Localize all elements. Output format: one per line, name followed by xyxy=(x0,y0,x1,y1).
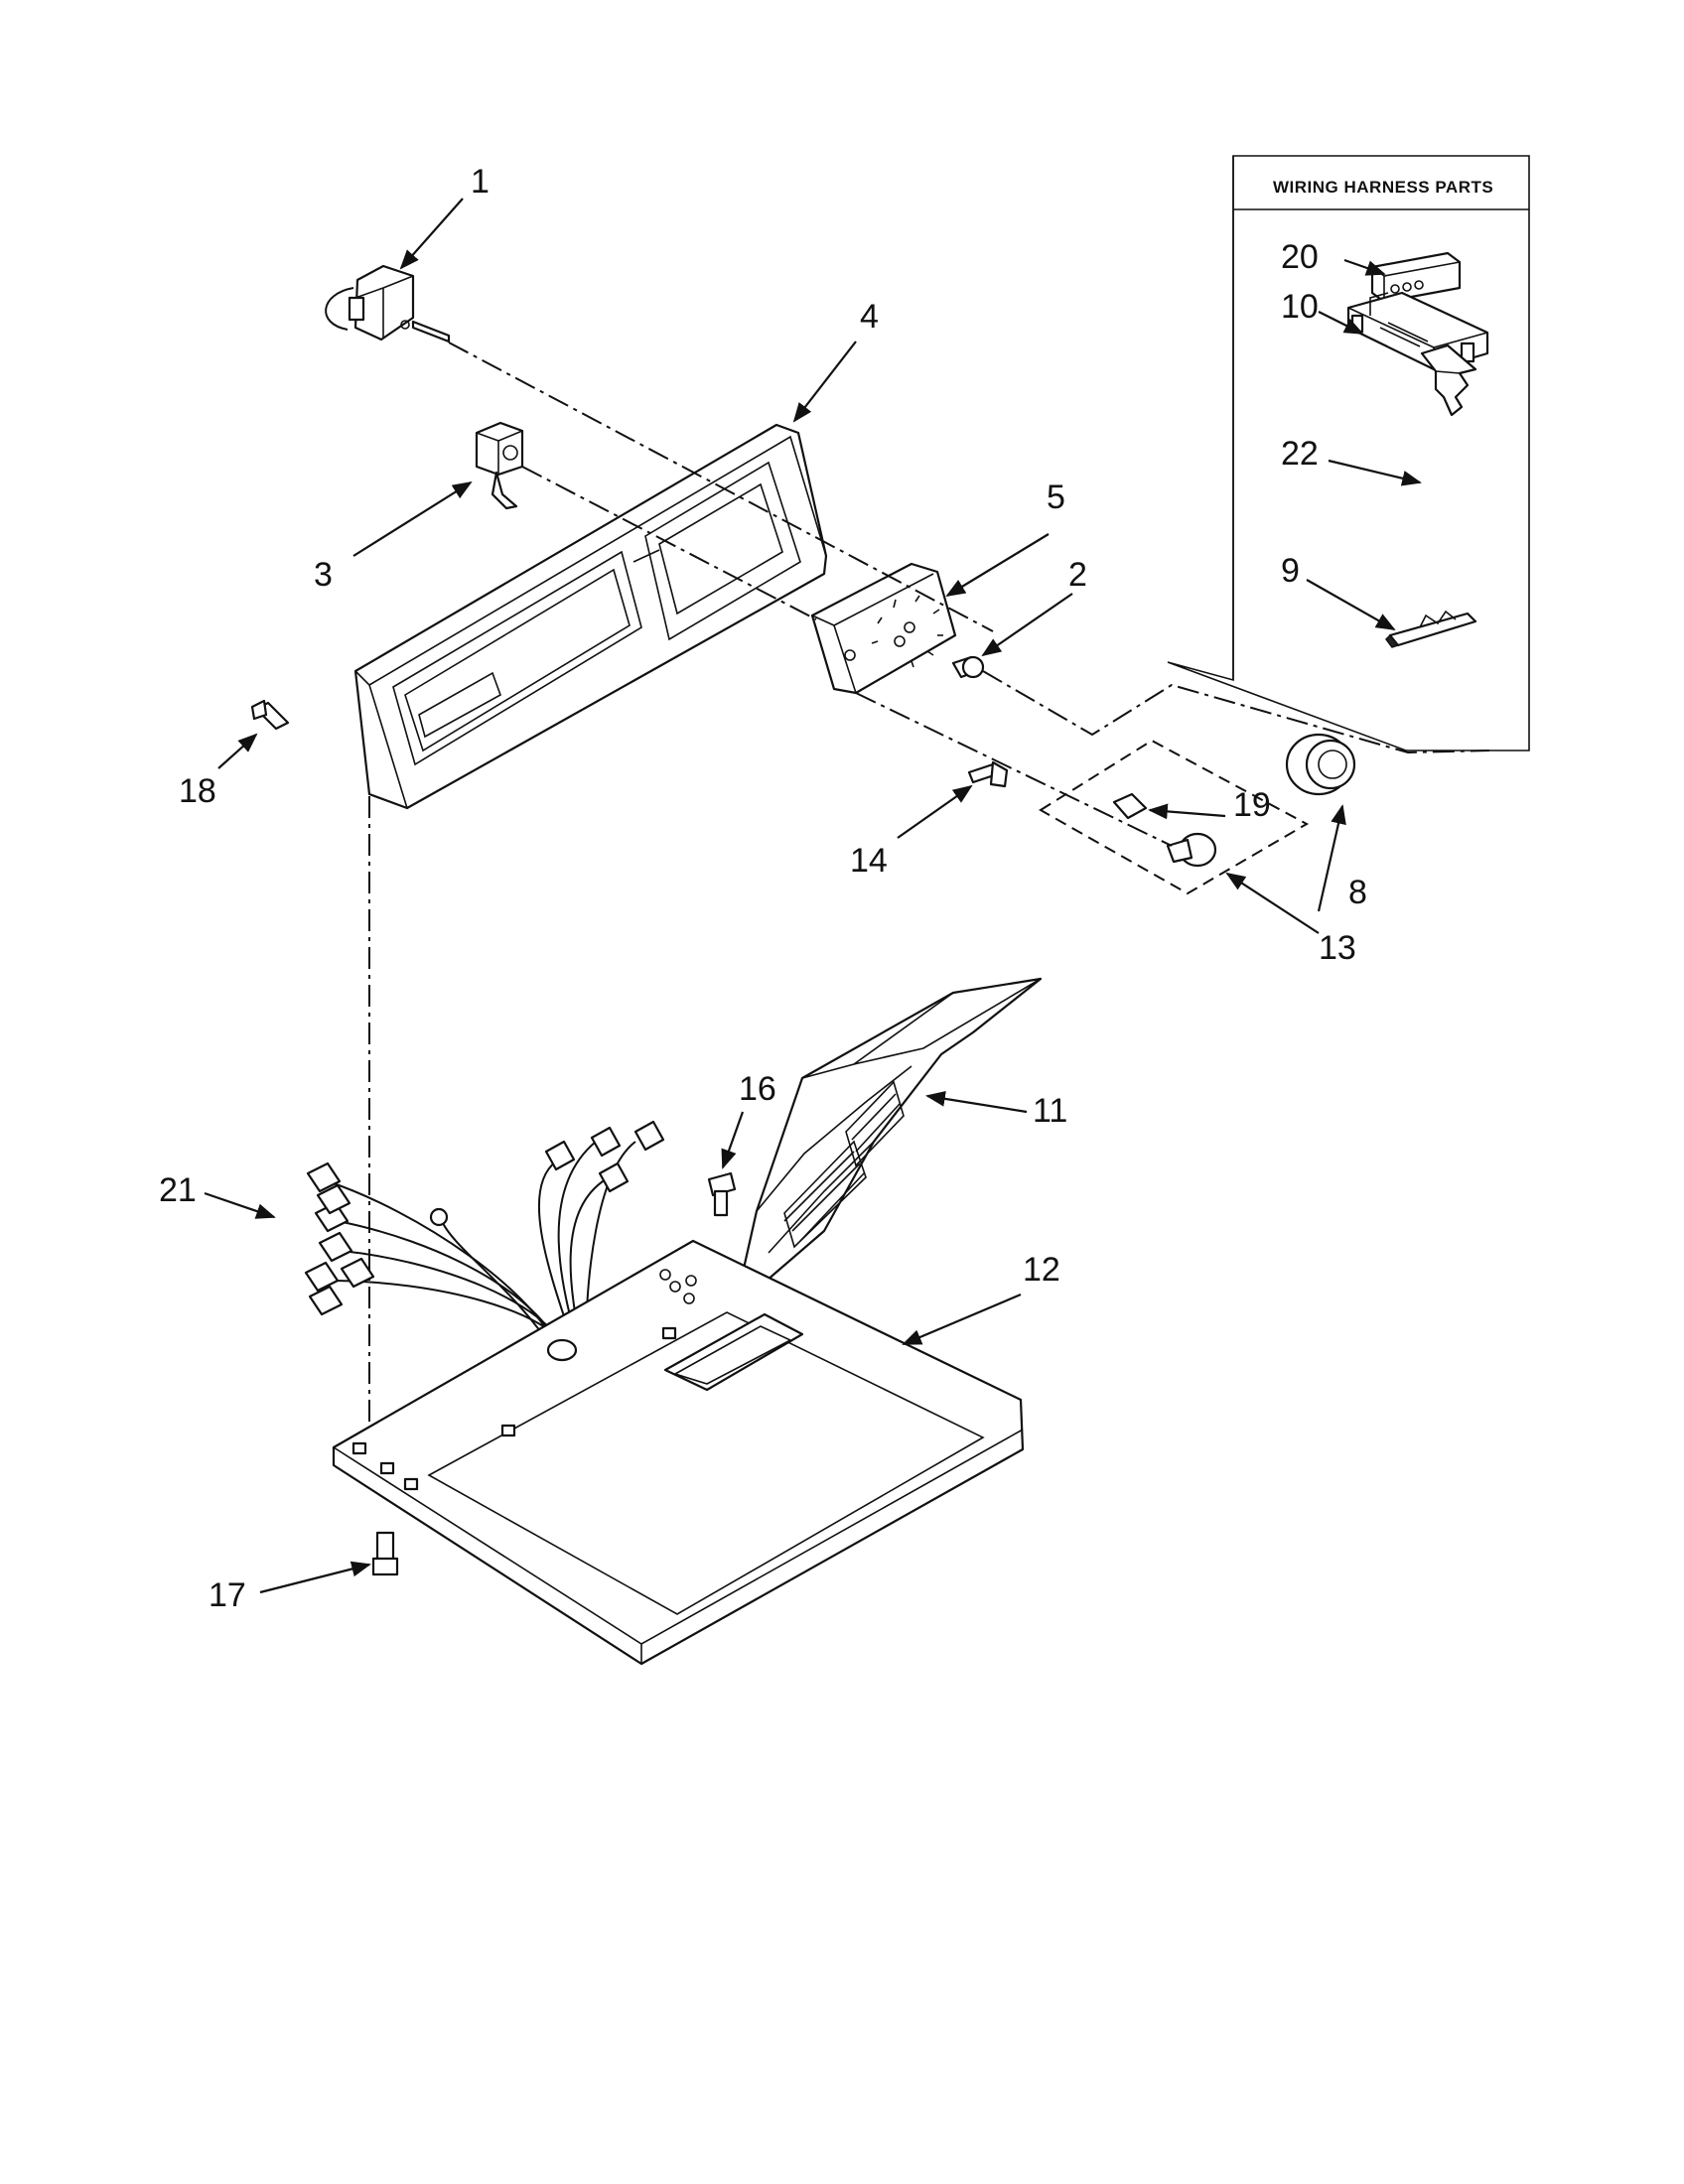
wiring-harness-box: WIRING HARNESS PARTS xyxy=(1167,155,1530,751)
part-18-screw xyxy=(250,699,290,731)
callout-20: 20 xyxy=(1281,238,1319,276)
callout-4: 4 xyxy=(860,298,879,336)
part-16-screw xyxy=(707,1171,737,1217)
part-3-switch xyxy=(475,421,524,510)
callout-16: 16 xyxy=(739,1070,776,1108)
callout-19: 19 xyxy=(1233,786,1271,824)
callout-2: 2 xyxy=(1068,556,1087,594)
part-17-screw xyxy=(371,1531,399,1576)
callout-5: 5 xyxy=(1047,478,1065,516)
callout-3: 3 xyxy=(314,556,333,594)
callout-13: 13 xyxy=(1319,929,1356,967)
part-14-screw xyxy=(967,760,1009,788)
callout-17: 17 xyxy=(209,1576,246,1614)
part-10-harness-block xyxy=(1346,291,1489,371)
callout-18: 18 xyxy=(179,772,216,810)
part-22-clip xyxy=(1420,343,1477,417)
callout-10: 10 xyxy=(1281,288,1319,326)
part-20-connector xyxy=(1370,251,1462,304)
leader-lines xyxy=(204,198,1422,1594)
callout-9: 9 xyxy=(1281,552,1300,590)
part-9-terminal xyxy=(1385,610,1477,648)
callout-14: 14 xyxy=(850,842,888,880)
part-5-dial-plate xyxy=(810,562,957,695)
part-19-clip xyxy=(1112,792,1148,820)
callout-1: 1 xyxy=(471,163,490,201)
part-11-filter-duct xyxy=(737,977,1043,1293)
callout-21: 21 xyxy=(159,1171,197,1209)
alignment-lines xyxy=(368,341,1490,1451)
callout-11: 11 xyxy=(1033,1092,1067,1130)
part-1-timer xyxy=(325,264,451,343)
callout-labels: 1 4 3 5 2 18 14 19 8 13 16 11 21 12 17 2… xyxy=(159,163,1367,1614)
part-8-knob xyxy=(1285,733,1356,796)
callout-12: 12 xyxy=(1023,1251,1060,1289)
part-4-console-panel xyxy=(353,423,828,810)
callout-8: 8 xyxy=(1348,874,1367,911)
wiring-box-title: WIRING HARNESS PARTS xyxy=(1273,178,1493,197)
callout-22: 22 xyxy=(1281,435,1319,473)
part-12-dryer-top xyxy=(332,1239,1025,1666)
part-2-screw xyxy=(951,655,985,679)
part-13-knob-kit xyxy=(1039,739,1310,895)
